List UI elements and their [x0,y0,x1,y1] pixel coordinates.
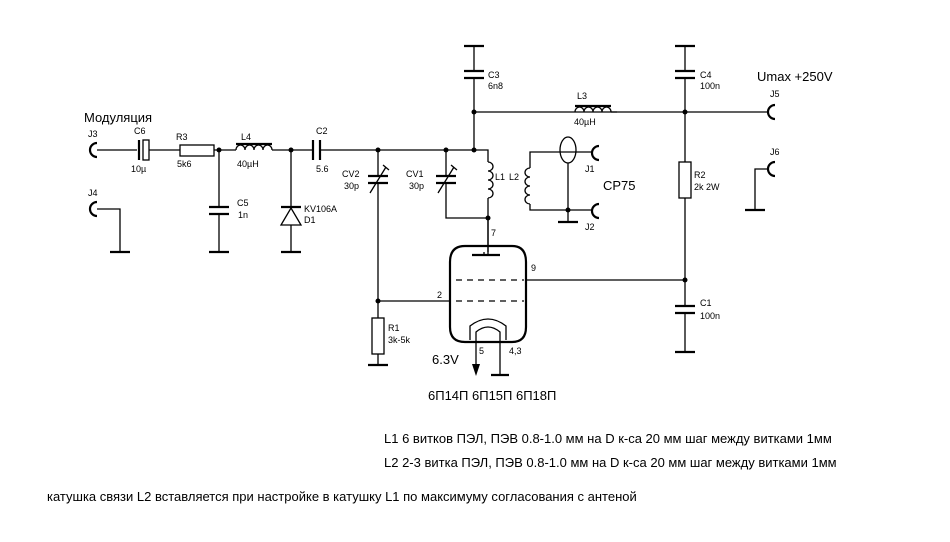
inductor-l2 [524,167,531,205]
capacitor-c4 [675,69,695,80]
value-l4: 40µH [237,159,259,169]
resistor-r3 [179,144,215,157]
note-coupling: катушка связи L2 вставляется при настрой… [47,489,637,504]
jack-j3 [88,141,98,159]
label-j3: J3 [88,129,98,139]
value-cv2: 30p [344,181,359,191]
label-j5: J5 [770,89,780,99]
capacitor-c2 [311,140,322,160]
ref-c5: C5 [237,198,249,208]
value-c5: 1n [238,210,248,220]
label-j4: J4 [88,188,98,198]
ref-r1: R1 [388,323,400,333]
label-j1: J1 [585,164,595,174]
inductor-l1 [487,161,494,199]
tube-types: 6П14П 6П15П 6П18П [428,388,556,403]
value-l3: 40µH [574,117,596,127]
wire-l2-bottom [529,204,592,211]
wire-cv1-bottom [445,184,488,219]
value-c2: 5.6 [316,164,329,174]
ref-l2: L2 [509,172,519,182]
capacitor-c5 [209,205,229,216]
capacitor-c1 [675,304,695,315]
vacuum-tube [448,218,528,344]
supply-label: Umax +250V [757,69,833,84]
varicap-d1 [279,205,303,226]
tube-cathode [469,318,507,340]
coax-shield-loop [559,136,577,164]
value-c4: 100n [700,81,720,91]
pin-4-3: 4,3 [509,346,522,356]
capacitor-c3 [464,69,484,80]
wire-l1-top [474,149,489,162]
pin-7: 7 [491,228,496,238]
variable-capacitor-cv1 [436,164,458,194]
ref-d1: D1 [304,215,316,225]
ref-c2: C2 [316,126,328,136]
label-j6: J6 [770,147,780,157]
ref-l3: L3 [577,91,587,101]
jack-j5 [766,103,776,121]
inductor-l4 [235,142,273,151]
value-r2: 2k 2W [694,182,720,192]
ref-c3: C3 [488,70,500,80]
inductor-l3 [574,104,612,113]
jack-j4 [88,200,98,218]
resistor-r1 [371,317,385,355]
capacitor-c6 [137,139,150,161]
value-c3: 6n8 [488,81,503,91]
value-cv1: 30p [409,181,424,191]
jack-j6 [766,160,776,178]
pin-2: 2 [437,290,442,300]
antenna-label: CP75 [603,178,636,193]
ref-cv2: CV2 [342,169,360,179]
pin-9: 9 [531,263,536,273]
ref-c4: C4 [700,70,712,80]
label-j2: J2 [585,222,595,232]
wire-l2-top [529,151,568,168]
ref-r2: R2 [694,170,706,180]
value-d1: KV106A [304,204,337,214]
value-r1: 3k-5k [388,335,411,345]
value-r3: 5k6 [177,159,192,169]
filament-label: 6.3V [432,352,459,367]
modulation-label: Модуляция [84,110,152,125]
wire-j4-ground [97,208,121,252]
ref-c1: C1 [700,298,712,308]
ref-l4: L4 [241,132,251,142]
ref-r3: R3 [176,132,188,142]
note-l2: L2 2-3 витка ПЭЛ, ПЭВ 0.8-1.0 мм на D к-… [384,455,837,470]
value-c6: 10µ [131,164,146,174]
filament-arrow [472,364,480,376]
jack-j2 [590,202,600,220]
resistor-r2 [678,161,692,199]
ref-c6: C6 [134,126,146,136]
jack-j1 [590,144,600,162]
note-l1: L1 6 витков ПЭЛ, ПЭВ 0.8-1.0 мм на D к-с… [384,431,832,446]
variable-capacitor-cv2 [368,164,390,194]
ref-cv1: CV1 [406,169,424,179]
tube-heater [475,326,501,340]
pin-5: 5 [479,346,484,356]
value-c1: 100n [700,311,720,321]
ref-l1: L1 [495,172,505,182]
wire-j6-ground [754,168,768,210]
